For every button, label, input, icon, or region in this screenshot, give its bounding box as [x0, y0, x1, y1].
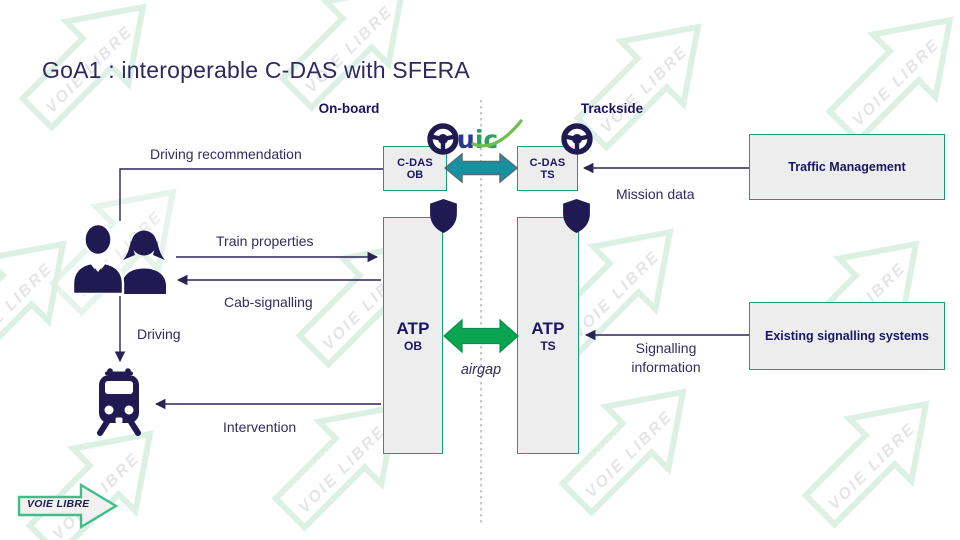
label-airgap: airgap: [460, 362, 502, 378]
box-traffic-management-label: Traffic Management: [788, 160, 906, 174]
watermark-text: VOIE LIBRE: [825, 419, 920, 514]
label-mission-data: Mission data: [616, 186, 695, 202]
label-driving: Driving: [137, 326, 181, 342]
box-atp-ts-sub: TS: [540, 338, 556, 353]
box-atp-ob-label: ATP: [396, 318, 430, 338]
watermark-text: VOIE LIBRE: [597, 42, 692, 137]
uic-logo: uic: [455, 117, 525, 153]
box-existing-signalling-label: Existing signalling systems: [765, 329, 929, 343]
airgap-link-arrow: [443, 318, 519, 354]
voie-libre-arrow-watermark: [801, 400, 930, 529]
watermark-text: VOIE LIBRE: [582, 407, 677, 502]
label-train-properties: Train properties: [216, 233, 314, 249]
box-atp-ts: ATP TS: [517, 217, 579, 454]
box-existing-signalling: Existing signalling systems: [749, 302, 945, 370]
label-cab-signalling: Cab-signalling: [224, 294, 313, 310]
shield-icon: [430, 199, 457, 233]
watermark-text: VOIE LIBRE: [0, 259, 57, 354]
sfera-link-arrow: [444, 152, 518, 184]
voie-libre-badge-text: VOIE LIBRE: [27, 498, 90, 510]
box-atp-ob-sub: OB: [404, 338, 422, 353]
box-cdas-ob-sub: OB: [406, 168, 424, 181]
box-atp-ts-label: ATP: [531, 318, 565, 338]
watermark-text: VOIE LIBRE: [295, 422, 390, 517]
steering-wheel-icon: [427, 123, 459, 155]
box-cdas-ob: C-DAS OB: [383, 146, 447, 191]
watermark-unit: VOIE LIBRE: [788, 372, 958, 540]
page-title: GoA1 : interoperable C-DAS with SFERA: [42, 57, 470, 83]
watermark-text: VOIE LIBRE: [849, 35, 944, 130]
steering-wheel-icon: [561, 123, 593, 155]
label-signalling-information: Signalling information: [631, 340, 701, 375]
box-cdas-ob-label: C-DAS: [397, 156, 433, 169]
column-header-trackside: Trackside: [580, 101, 644, 116]
column-header-onboard: On-board: [318, 101, 380, 116]
box-cdas-ts-label: C-DAS: [529, 156, 566, 169]
drivers-icon: [71, 222, 166, 294]
watermark-text: VOIE LIBRE: [569, 247, 664, 342]
box-atp-ob: ATP OB: [383, 217, 443, 454]
label-driving-recommendation: Driving recommendation: [150, 146, 302, 162]
uic-swoosh: [471, 119, 523, 148]
box-cdas-ts: C-DAS TS: [517, 146, 578, 191]
box-traffic-management: Traffic Management: [749, 134, 945, 200]
driving-recommendation-line: [119, 168, 383, 221]
train-icon: [97, 368, 141, 436]
label-intervention: Intervention: [223, 419, 297, 435]
box-cdas-ts-sub: TS: [540, 168, 555, 181]
shield-icon: [563, 199, 590, 233]
uic-logo-u: u: [457, 125, 475, 154]
voie-libre-badge: VOIE LIBRE: [17, 481, 119, 531]
